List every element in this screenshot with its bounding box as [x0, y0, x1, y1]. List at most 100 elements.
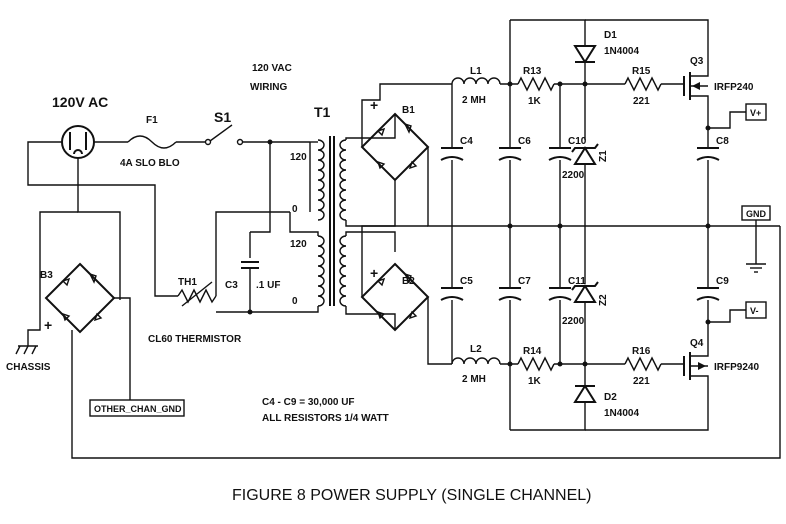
thermistor-ref: TH1	[178, 277, 197, 288]
resistor-r15	[624, 76, 662, 92]
capacitor-c11	[548, 287, 572, 301]
transformer-t1	[317, 136, 347, 307]
c4-ref: C4	[460, 136, 473, 147]
fuse-f1	[127, 135, 177, 149]
vplus-label: V+	[750, 108, 761, 118]
ac-source-label: 120V AC	[52, 94, 108, 110]
r16-ref: R16	[632, 346, 651, 357]
q4-value: IRFP9240	[714, 362, 759, 373]
junction-dot	[507, 361, 513, 367]
capacitor-c7	[498, 287, 522, 301]
resistor-r13	[517, 76, 555, 92]
q4-ref: Q4	[690, 338, 704, 349]
capacitor-c10	[548, 147, 572, 161]
l1-ref: L1	[470, 66, 482, 77]
t1-bottom-tap-0: 0	[292, 296, 298, 307]
c3-value: .1 UF	[256, 280, 280, 291]
fuse-value: 4A SLO BLO	[120, 158, 180, 169]
bridge-rectifier-b1	[360, 112, 430, 182]
c3-ref: C3	[225, 280, 238, 291]
capacitor-c3	[241, 261, 259, 269]
figure-caption: FIGURE 8 POWER SUPPLY (SINGLE CHANNEL)	[232, 487, 591, 504]
c8-ref: C8	[716, 136, 729, 147]
r14-value: 1K	[528, 376, 542, 387]
inductor-l1	[451, 77, 501, 85]
t1-top-tap-120: 120	[290, 152, 307, 163]
d1-value: 1N4004	[604, 46, 639, 57]
l2-ref: L2	[470, 344, 482, 355]
wiring-note-line1: 120 VAC	[252, 63, 292, 74]
c10-value: 2200	[562, 170, 585, 181]
note-resistors: ALL RESISTORS 1/4 WATT	[262, 413, 389, 424]
l1-value: 2 MH	[462, 95, 486, 106]
inductor-l2	[451, 357, 501, 365]
t1-bottom-tap-120: 120	[290, 239, 307, 250]
diode-d1	[573, 45, 597, 64]
other-chan-gnd-label: OTHER_CHAN_GND	[94, 404, 182, 414]
capacitor-c5	[440, 287, 464, 301]
vminus-label: V-	[750, 306, 759, 316]
junction-dot	[557, 361, 563, 367]
r14-ref: R14	[523, 346, 542, 357]
b2-plus-sign: +	[370, 265, 378, 281]
capacitor-c4	[440, 147, 464, 161]
q3-ref: Q3	[690, 56, 704, 67]
resistor-r16	[624, 356, 662, 372]
other-chan-gnd-terminal	[89, 399, 185, 417]
c10-ref: C10	[568, 136, 587, 147]
zener-z2	[571, 281, 599, 303]
note-capacitors: C4 - C9 = 30,000 UF	[262, 397, 355, 408]
ground-symbol	[746, 263, 766, 273]
capacitor-c6	[498, 147, 522, 161]
wiring-note-line2: WIRING	[250, 82, 287, 93]
t1-top-tap-0: 0	[292, 204, 298, 215]
d1-ref: D1	[604, 30, 617, 41]
mosfet-q3	[683, 70, 709, 112]
thermistor-value: CL60 THERMISTOR	[148, 334, 242, 345]
z1-ref: Z1	[598, 150, 609, 162]
switch-ref: S1	[214, 109, 231, 125]
diode-d2	[573, 384, 597, 403]
gnd-label: GND	[746, 209, 767, 219]
b3-plus-sign: +	[44, 317, 52, 333]
chassis-label: CHASSIS	[6, 362, 51, 373]
r13-value: 1K	[528, 96, 542, 107]
q3-value: IRFP240	[714, 82, 754, 93]
c11-ref: C11	[568, 276, 586, 287]
junction-dot	[557, 81, 563, 87]
bridge-b2-ref: B2	[402, 276, 415, 287]
chassis-ground-symbol	[15, 345, 38, 355]
transformer-ref: T1	[314, 104, 331, 120]
capacitor-c8	[696, 147, 720, 161]
r15-ref: R15	[632, 66, 651, 77]
r15-value: 221	[633, 96, 650, 107]
bridge-rectifier-b2	[360, 262, 430, 332]
r16-value: 221	[633, 376, 650, 387]
thermistor-th1	[177, 281, 217, 307]
junction-dot	[557, 223, 563, 229]
l2-value: 2 MH	[462, 374, 486, 385]
bridge-rectifier-b3	[44, 262, 116, 334]
ac-outlet	[61, 125, 95, 159]
mosfet-q4	[585, 346, 709, 431]
junction-dot	[507, 223, 513, 229]
vminus-terminal	[745, 301, 767, 319]
c9-ref: C9	[716, 276, 729, 287]
b1-plus-sign: +	[370, 97, 378, 113]
capacitor-c9	[696, 287, 720, 301]
resistor-r14	[517, 356, 555, 372]
c5-ref: C5	[460, 276, 473, 287]
bridge-b1-ref: B1	[402, 105, 415, 116]
zener-z1	[571, 143, 599, 165]
c11-value: 2200	[562, 316, 585, 327]
r13-ref: R13	[523, 66, 542, 77]
z2-ref: Z2	[598, 294, 609, 306]
switch-s1	[204, 124, 244, 146]
c6-ref: C6	[518, 136, 531, 147]
fuse-ref: F1	[146, 115, 158, 126]
d2-ref: D2	[604, 392, 617, 403]
bridge-b3-ref: B3	[40, 270, 53, 281]
junction-dot	[507, 81, 513, 87]
vplus-terminal	[745, 103, 767, 121]
